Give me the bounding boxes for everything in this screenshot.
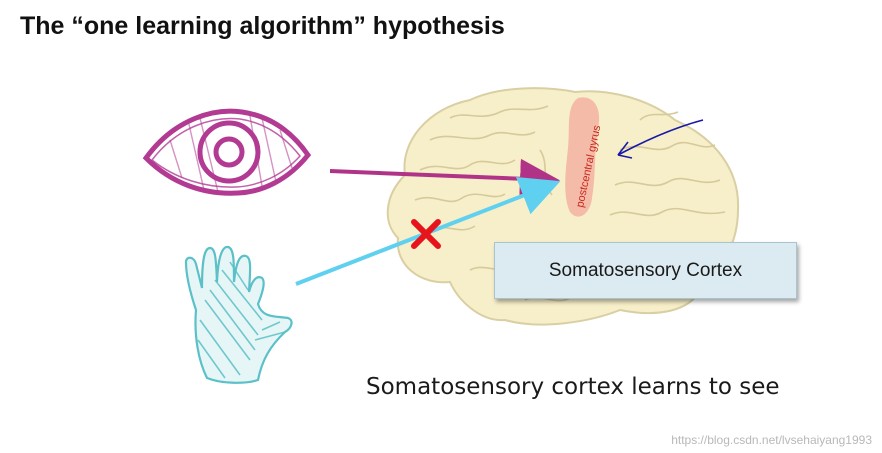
eye-icon xyxy=(142,108,312,196)
hand-icon xyxy=(184,245,293,384)
slide-title: The “one learning algorithm” hypothesis xyxy=(20,12,505,40)
somatosensory-cortex-callout: Somatosensory Cortex xyxy=(494,242,797,299)
pointer-arrow-icon xyxy=(617,119,704,159)
postcentral-gyrus-highlight xyxy=(565,97,600,217)
eye-to-cortex-arrow xyxy=(329,158,560,199)
callout-label: Somatosensory Cortex xyxy=(548,259,743,281)
cross-icon xyxy=(411,219,441,249)
watermark: https://blog.csdn.net/lvsehaiyang1993 xyxy=(671,433,872,447)
caption: Somatosensory cortex learns to see xyxy=(366,374,780,400)
